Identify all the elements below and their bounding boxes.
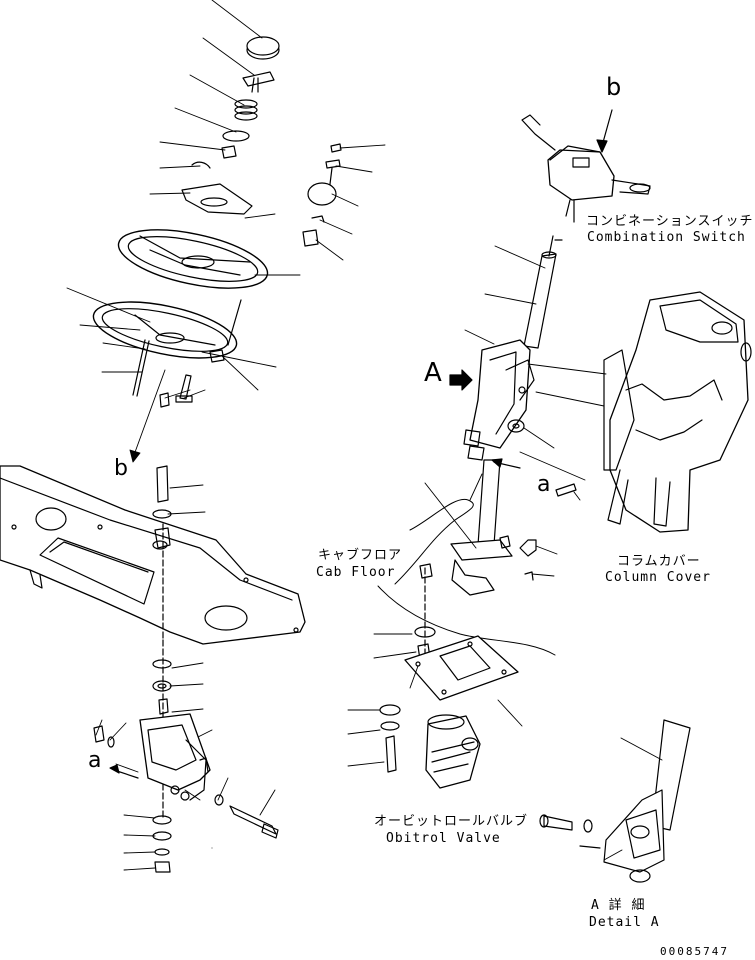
leader-lines-right	[348, 246, 662, 860]
leader-lines-left	[67, 0, 385, 870]
detail-a-label-jp: A 詳 細	[591, 898, 646, 913]
ref-A-arrow: A	[424, 358, 442, 388]
lower-bracket	[94, 640, 278, 872]
column-cover-label-en: Column Cover	[605, 570, 711, 585]
column-cover	[604, 292, 751, 532]
cab-floor-label-en: Cab Floor	[316, 565, 396, 580]
drawing-number: 00085747	[660, 945, 729, 958]
obitrol-valve-label-jp: オービットロールバルブ	[374, 814, 529, 829]
steering-column	[420, 110, 650, 655]
ref-a-center: a	[537, 472, 551, 497]
obitrol-valve-assembly	[380, 627, 518, 788]
column-cover-label-jp: コラムカバー	[617, 554, 701, 569]
cab-floor-label-jp: キャブフロア	[318, 548, 403, 563]
combination-switch-label-jp: コンビネーションスイッチ	[586, 214, 754, 229]
obitrol-valve-label-en: Obitrol Valve	[386, 831, 501, 846]
detail-a-label-en: Detail A	[589, 915, 660, 930]
floor-plate	[0, 466, 305, 644]
steering-wheel-assembly	[89, 37, 341, 407]
ref-a-left: a	[88, 748, 102, 773]
cab-floor-section	[378, 499, 555, 655]
detail-a-view	[540, 720, 690, 882]
ref-b-top: b	[606, 73, 622, 101]
combination-switch-label-en: Combination Switch	[587, 230, 746, 245]
ref-b-left: b	[114, 456, 128, 481]
